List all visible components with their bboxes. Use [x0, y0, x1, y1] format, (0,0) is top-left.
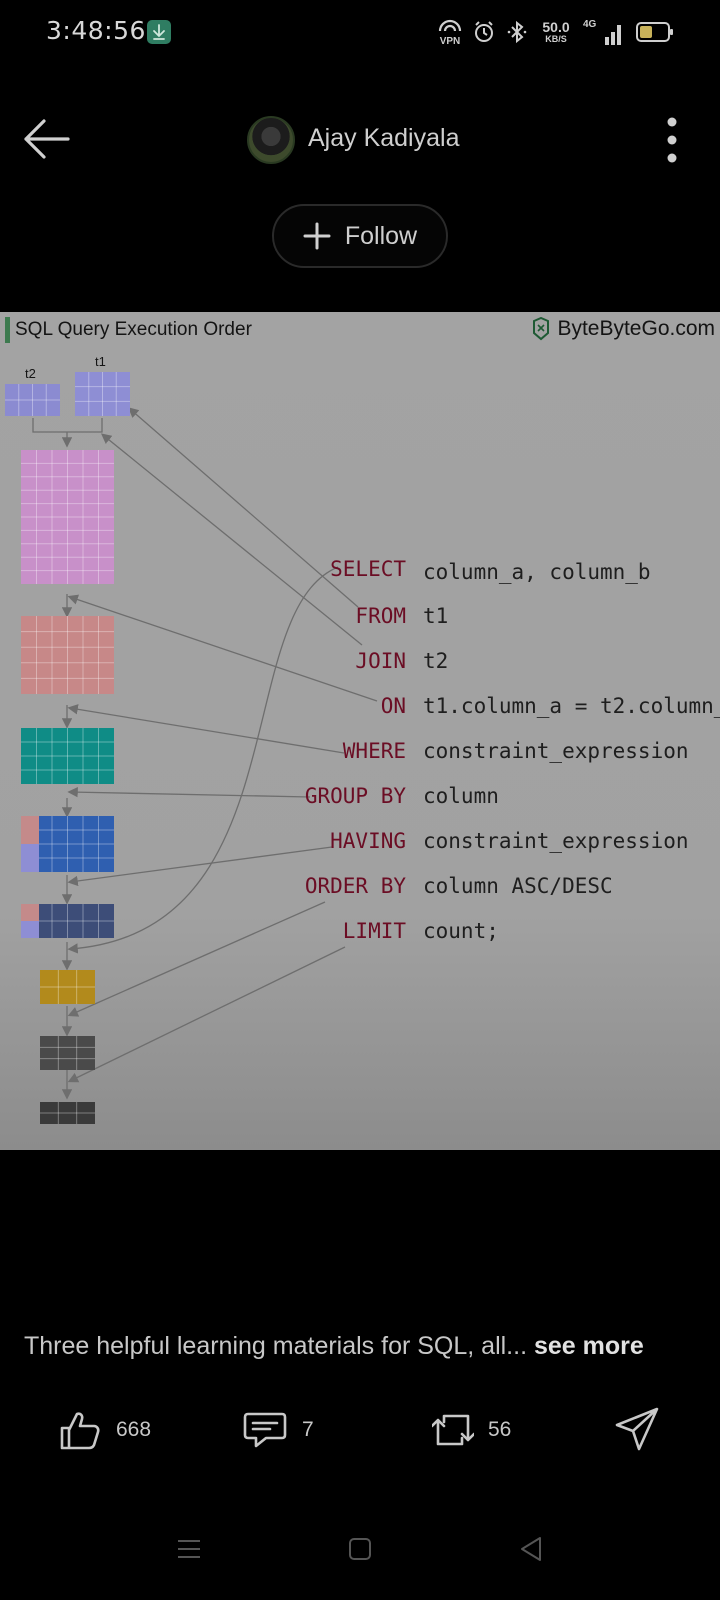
recent-apps-icon[interactable]: [176, 1536, 202, 1562]
author-avatar[interactable]: [247, 116, 295, 164]
argument-having: constraint_expression: [423, 829, 689, 853]
table-where-result: [21, 728, 114, 784]
network-speed-unit: KB/S: [545, 34, 567, 44]
download-notification-icon: [147, 20, 171, 44]
table-order-result: [40, 1036, 95, 1070]
send-icon[interactable]: [614, 1406, 660, 1452]
sql-clauses: SELECT column_a, column_b FROM t1 JOIN t…: [305, 557, 720, 943]
comment-button[interactable]: 7: [242, 1402, 314, 1458]
caption-text: Three helpful learning materials for SQL…: [24, 1332, 528, 1360]
group-marker-top: [21, 816, 39, 844]
having-marker-top: [21, 904, 39, 921]
having-marker-bottom: [21, 921, 39, 938]
table-select-result: [40, 970, 95, 1004]
follow-button[interactable]: Follow: [272, 204, 448, 268]
repost-icon: [432, 1414, 474, 1446]
argument-limit: count;: [423, 919, 499, 943]
keyword-limit: LIMIT: [343, 919, 407, 943]
keyword-having: HAVING: [330, 829, 406, 853]
alarm-icon: [475, 21, 493, 42]
network-type-label: 4G: [583, 19, 597, 30]
table-on-result: [21, 616, 114, 694]
status-bar: 3:48:56 VPN 50.0 KB/S 4G: [0, 0, 720, 64]
comment-count: 7: [302, 1418, 314, 1441]
argument-order-by: column ASC/DESC: [423, 874, 613, 898]
execution-order-diagram: t2 t1 SELECT colum: [5, 354, 720, 1124]
status-icons: VPN 50.0 KB/S 4G: [437, 14, 674, 50]
table-t1: [75, 372, 130, 416]
back-nav-icon[interactable]: [518, 1536, 544, 1562]
argument-from: t1: [423, 604, 448, 628]
bluetooth-icon: [507, 20, 527, 44]
argument-group-by: column: [423, 784, 499, 808]
keyword-order-by: ORDER BY: [305, 874, 407, 898]
keyword-where: WHERE: [343, 739, 406, 763]
argument-where: constraint_expression: [423, 739, 689, 763]
post-caption: Three helpful learning materials for SQL…: [24, 1332, 644, 1361]
status-time: 3:48:56: [46, 16, 146, 45]
comment-icon: [243, 1412, 287, 1448]
image-title: SQL Query Execution Order: [15, 319, 252, 340]
network-speed-value: 50.0: [542, 19, 570, 35]
author-name[interactable]: Ajay Kadiyala: [308, 124, 460, 152]
argument-select: column_a, column_b: [423, 560, 651, 584]
battery-icon: [636, 22, 673, 42]
vpn-icon: VPN: [437, 17, 463, 47]
vpn-label: VPN: [439, 36, 461, 47]
like-button[interactable]: 668: [58, 1402, 151, 1458]
signal-icon: 4G: [583, 17, 627, 47]
like-count: 668: [116, 1418, 152, 1441]
keyword-from: FROM: [355, 604, 406, 628]
table-join-result: [21, 450, 114, 584]
back-arrow-icon[interactable]: [22, 114, 72, 164]
bytebytego-logo-icon: [533, 317, 550, 341]
more-options-icon[interactable]: [655, 114, 689, 166]
group-marker-bottom: [21, 844, 39, 872]
brand-text: ByteByteGo.com: [557, 317, 715, 340]
keyword-group-by: GROUP BY: [305, 784, 407, 808]
keyword-on: ON: [381, 694, 406, 718]
table-limit-result: [40, 1102, 95, 1124]
thumbs-up-icon: [60, 1412, 100, 1450]
argument-on: t1.column_a = t2.column_a: [423, 694, 720, 718]
table-label-t1: t1: [95, 354, 106, 369]
post-image[interactable]: SQL Query Execution Order ByteByteGo.com…: [0, 312, 720, 1150]
repost-count: 56: [488, 1418, 512, 1441]
plus-icon: [303, 222, 331, 250]
network-speed: 50.0 KB/S: [538, 20, 574, 44]
repost-button[interactable]: 56: [432, 1402, 511, 1458]
image-brand: ByteByteGo.com: [531, 317, 715, 341]
title-accent-bar: [5, 317, 10, 343]
home-icon[interactable]: [347, 1536, 373, 1562]
keyword-join: JOIN: [355, 649, 406, 673]
see-more-link[interactable]: see more: [527, 1332, 644, 1360]
keyword-select: SELECT: [330, 557, 406, 581]
argument-join: t2: [423, 649, 448, 673]
table-t2: [5, 384, 60, 416]
table-label-t2: t2: [25, 366, 36, 381]
follow-label: Follow: [344, 221, 418, 250]
